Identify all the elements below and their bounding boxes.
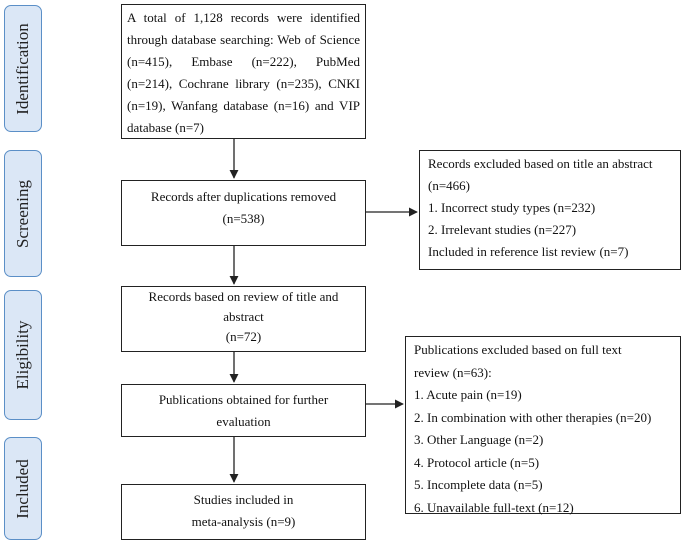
excluded-fulltext-item: 5. Incomplete data (n=5) [414,477,543,492]
full-text-line2: evaluation [216,414,271,429]
included-studies-line2: meta-analysis (n=9) [191,514,296,529]
included-studies-line1: Studies included in [193,492,294,507]
excluded-screening-box: Records excluded based on title an abstr… [419,150,681,270]
title-abstract-line2: abstract [223,309,264,324]
excluded-screening-item: 1. Incorrect study types (n=232) [428,200,596,215]
phase-eligibility: Eligibility [4,290,42,420]
title-abstract-count: (n=72) [225,329,262,344]
full-text-line1: Publications obtained for further [158,392,329,407]
excluded-screening-title: Records excluded based on title an abstr… [428,156,653,171]
excluded-fulltext-item: 3. Other Language (n=2) [414,432,544,447]
excluded-fulltext-box: Publications excluded based on full text… [405,336,681,515]
excluded-fulltext-item: 4. Protocol article (n=5) [414,454,540,470]
excluded-fulltext-item: 1. Acute pain (n=19) [414,387,522,402]
excluded-screening-item: 2. Irrelevant studies (n=227) [428,222,577,237]
phase-identification: Identification [4,5,42,132]
phase-included: Included [4,437,42,540]
excluded-fulltext-item: 6. Unavailable full-text (n=12) [414,499,574,515]
excluded-fulltext-title: Publications excluded based on full text [414,342,622,357]
after-duplicates-line1: Records after duplications removed [150,189,337,204]
identified-records-text: A total of 1,128 records were identified… [127,10,360,135]
excluded-fulltext-count: review (n=63): [414,364,492,380]
excluded-fulltext-item: 2. In combination with other therapies (… [414,409,652,425]
full-text-box: Publications obtained for further evalua… [121,384,366,437]
phase-screening: Screening [4,150,42,277]
included-studies-box: Studies included in meta-analysis (n=9) [121,484,366,540]
after-duplicates-box: Records after duplications removed (n=53… [121,180,366,246]
identified-records-box: A total of 1,128 records were identified… [121,4,366,139]
title-abstract-review-box: Records based on review of title and abs… [121,286,366,352]
title-abstract-line1: Records based on review of title and [148,289,339,304]
excluded-screening-footer: Included in reference list review (n=7) [428,244,629,259]
after-duplicates-count: (n=538) [222,211,265,226]
excluded-screening-count: (n=466) [428,178,470,193]
